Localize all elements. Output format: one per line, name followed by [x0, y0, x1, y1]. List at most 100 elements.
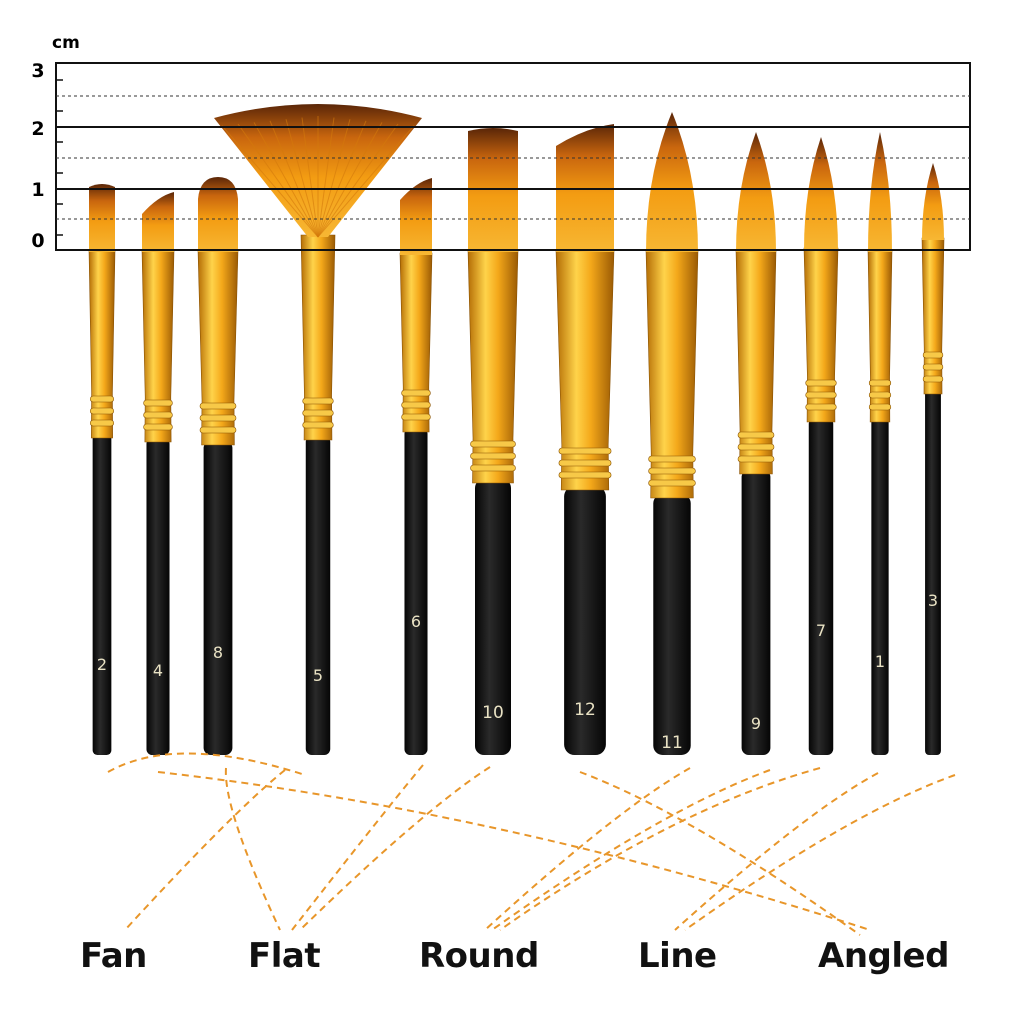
- brush-bristles: [646, 112, 698, 252]
- fan-bristle-strand: [285, 119, 319, 238]
- brush-bristles: [400, 178, 432, 255]
- brush-handle: [564, 486, 606, 755]
- connector-line: [291, 764, 424, 931]
- category-connectors: [107, 752, 956, 936]
- ferrule-crimp: [143, 411, 173, 419]
- ferrule-crimp: [737, 431, 775, 439]
- category-flat: Flat: [248, 936, 321, 976]
- ferrule-crimp: [143, 423, 173, 431]
- ferrule-crimp: [922, 363, 944, 371]
- fan-bristle-strand: [317, 123, 399, 238]
- brush-handle: [653, 494, 691, 755]
- brush-size-label: 7: [816, 621, 826, 640]
- brush-handle: [203, 441, 233, 755]
- ferrule-crimp: [922, 375, 944, 383]
- ferrule-crimp: [90, 419, 115, 427]
- brush-ferrule: [803, 247, 839, 423]
- ferrule-crimp: [199, 426, 237, 434]
- brush-size-label: 5: [313, 666, 323, 685]
- connector-line: [674, 772, 879, 931]
- brush-bristles: [804, 137, 838, 250]
- brush-handle: [146, 438, 170, 755]
- brush-7: 7: [803, 137, 839, 755]
- ferrule-crimp: [199, 414, 237, 422]
- brush-size-label: 4: [153, 661, 163, 680]
- category-round: Round: [419, 936, 539, 976]
- brush-handle: [871, 418, 889, 755]
- ferrule-crimp: [648, 467, 696, 475]
- fan-bristle-strand: [253, 122, 319, 238]
- ferrule-crimp: [470, 440, 516, 448]
- ferrule-crimp: [868, 391, 892, 399]
- brush-handle: [92, 434, 112, 755]
- brush-handle: [305, 436, 331, 755]
- connector-line: [484, 767, 691, 931]
- category-fan: Fan: [80, 936, 147, 976]
- ruler-tick-2: 2: [31, 118, 45, 140]
- brush-ferrule: [921, 237, 945, 395]
- brush-9: 9: [735, 132, 777, 755]
- brush-size-label: 9: [751, 714, 761, 733]
- ruler-tick-1: 1: [31, 179, 45, 201]
- brush-bristles: [89, 184, 115, 252]
- ferrule-crimp: [558, 447, 612, 455]
- ferrule-crimp: [737, 455, 775, 463]
- fan-bristle-strand: [317, 125, 415, 238]
- connector-line: [224, 767, 281, 931]
- brush-handle: [808, 418, 834, 755]
- fan-bristle-strand: [317, 119, 351, 238]
- ferrule-crimp: [302, 397, 334, 405]
- connector-line: [124, 769, 286, 931]
- connector-line: [157, 771, 871, 931]
- ferrule-crimp: [558, 471, 612, 479]
- brush-4: 4: [141, 192, 175, 755]
- brush-5: 5: [214, 104, 422, 755]
- ruler: [55, 62, 971, 251]
- category-angled: Angled: [818, 936, 949, 976]
- ferrule-crimp: [143, 399, 173, 407]
- fan-bristle-strand: [301, 117, 319, 238]
- ferrule-crimp: [470, 452, 516, 460]
- fan-bristle-strand: [317, 117, 335, 238]
- brush-size-label: 8: [213, 643, 223, 662]
- brush-handle: [741, 470, 771, 755]
- ferrule-crimp: [302, 409, 334, 417]
- brush-bristles: [198, 177, 238, 252]
- brush-size-label: 3: [928, 591, 938, 610]
- ruler-frame: [55, 62, 971, 251]
- brush-bristles: [736, 132, 776, 252]
- ferrule-crimp: [401, 389, 431, 397]
- ruler-unit-label: cm: [52, 33, 80, 53]
- fan-bristle-strand: [317, 120, 367, 238]
- ruler-tick-0: 0: [31, 230, 45, 252]
- brush-ferrule: [735, 249, 777, 475]
- connector-line: [684, 774, 956, 931]
- ferrule-crimp: [302, 421, 334, 429]
- ferrule-crimp: [805, 379, 837, 387]
- brush-handle: [925, 390, 941, 755]
- ferrule-crimp: [868, 379, 892, 387]
- brush-ferrule: [467, 249, 519, 484]
- brush-8: 8: [197, 177, 239, 755]
- ferrule-crimp: [648, 455, 696, 463]
- ferrule-crimp: [805, 403, 837, 411]
- connector-line: [107, 752, 306, 776]
- brush-10: 10: [467, 128, 519, 755]
- ferrule-crimp: [737, 443, 775, 451]
- brush-6: 6: [399, 178, 433, 755]
- brush-bristles: [868, 132, 892, 252]
- ruler-tick-3: 3: [31, 60, 45, 82]
- ferrule-crimp: [90, 395, 115, 403]
- ferrule-crimp: [401, 413, 431, 421]
- brush-size-label: 11: [661, 733, 683, 753]
- ferrule-crimp: [868, 403, 892, 411]
- ferrule-crimp: [805, 391, 837, 399]
- brush-size-label: 2: [97, 655, 107, 674]
- brush-size-label: 12: [574, 700, 596, 720]
- ferrule-crimp: [401, 401, 431, 409]
- brush-2: 2: [88, 184, 116, 755]
- connector-line: [499, 767, 821, 931]
- brush-size-label: 10: [482, 703, 504, 723]
